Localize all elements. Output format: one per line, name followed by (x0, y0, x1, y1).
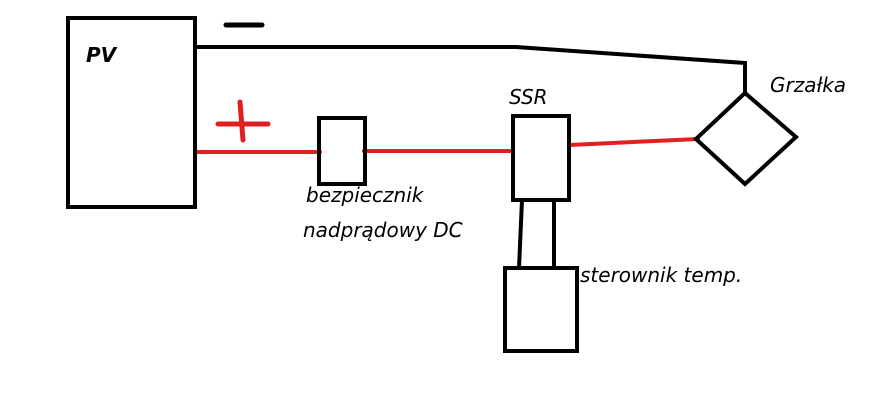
heater-diamond (693, 90, 800, 187)
fuse-label-line1: bezpiecznik (306, 183, 425, 207)
ssr-box (511, 114, 571, 202)
controller-box (503, 266, 579, 353)
negative-wire (194, 45, 747, 95)
control-wire-left (517, 198, 524, 270)
controller-label: sterownik temp. (580, 263, 742, 287)
fuse-box (317, 116, 367, 186)
positive-wire-ssr-heater (567, 137, 700, 147)
pv-label: PV (86, 43, 118, 67)
plus-sign-vertical (237, 99, 246, 143)
ssr-label: SSR (509, 85, 548, 109)
heater-label: Grzałka (770, 73, 846, 97)
pv-box (66, 16, 197, 209)
fuse-label-line2: nadprądowy DC (303, 218, 463, 242)
